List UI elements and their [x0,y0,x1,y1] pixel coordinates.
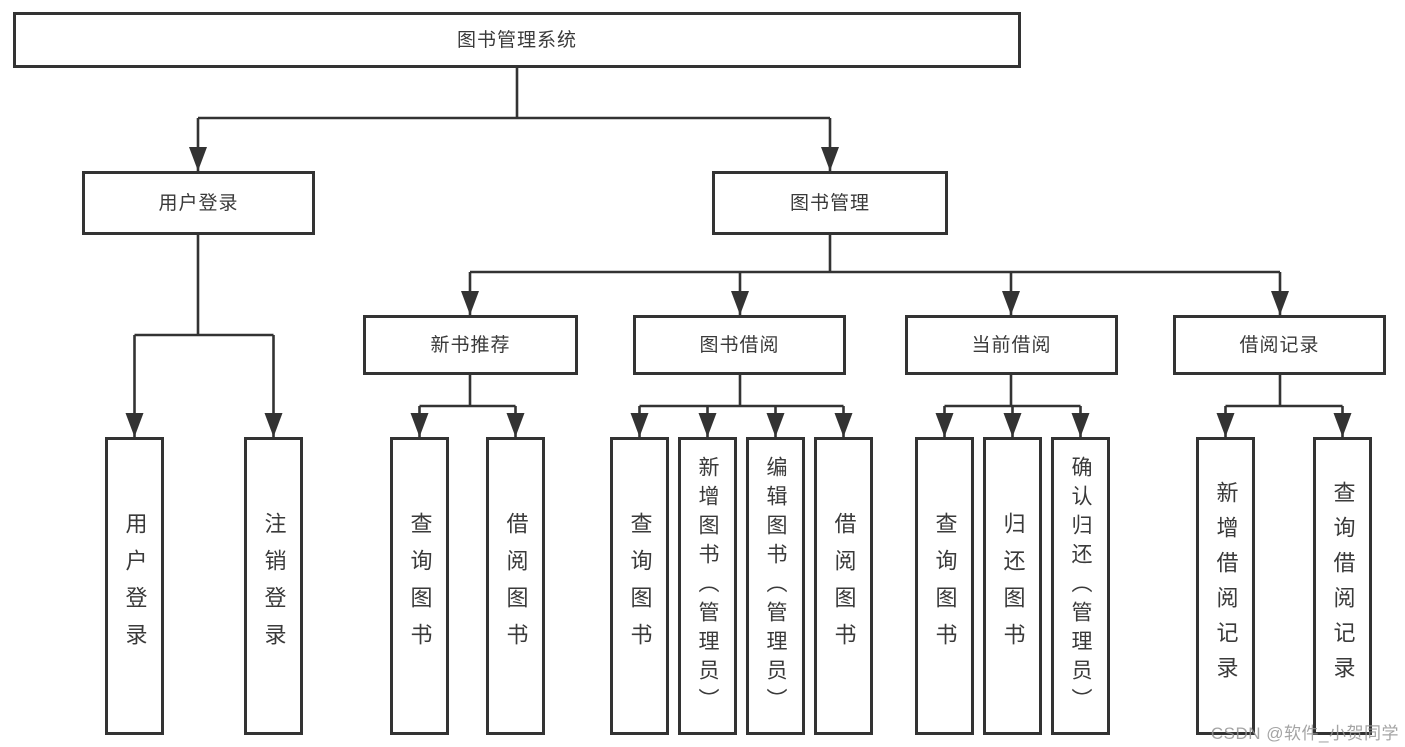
node-library-system: 图书管理系统 [13,12,1021,68]
leaf-cb-confirm-return-admin: 确认归还（管理员） [1051,437,1110,735]
leaf-bb-borrow-books: 借阅图书 [814,437,873,735]
leaf-br-add-record: 新增借阅记录 [1196,437,1255,735]
leaf-user-login: 用户登录 [105,437,164,735]
leaf-logout: 注销登录 [244,437,303,735]
node-book-borrowing: 图书借阅 [633,315,846,375]
leaf-cb-return-books: 归还图书 [983,437,1042,735]
node-borrowing-records: 借阅记录 [1173,315,1386,375]
leaf-bb-query-books: 查询图书 [610,437,669,735]
node-user-login: 用户登录 [82,171,315,235]
leaf-nb-query-books: 查询图书 [390,437,449,735]
node-book-management: 图书管理 [712,171,948,235]
csdn-watermark: CSDN @软件_小贺同学 [1210,724,1399,743]
node-current-borrowing: 当前借阅 [905,315,1118,375]
leaf-nb-borrow-books: 借阅图书 [486,437,545,735]
leaf-cb-query-books: 查询图书 [915,437,974,735]
leaf-bb-add-books-admin: 新增图书（管理员） [678,437,737,735]
leaf-bb-edit-books-admin: 编辑图书（管理员） [746,437,805,735]
node-new-book-recommend: 新书推荐 [363,315,578,375]
leaf-br-query-record: 查询借阅记录 [1313,437,1372,735]
